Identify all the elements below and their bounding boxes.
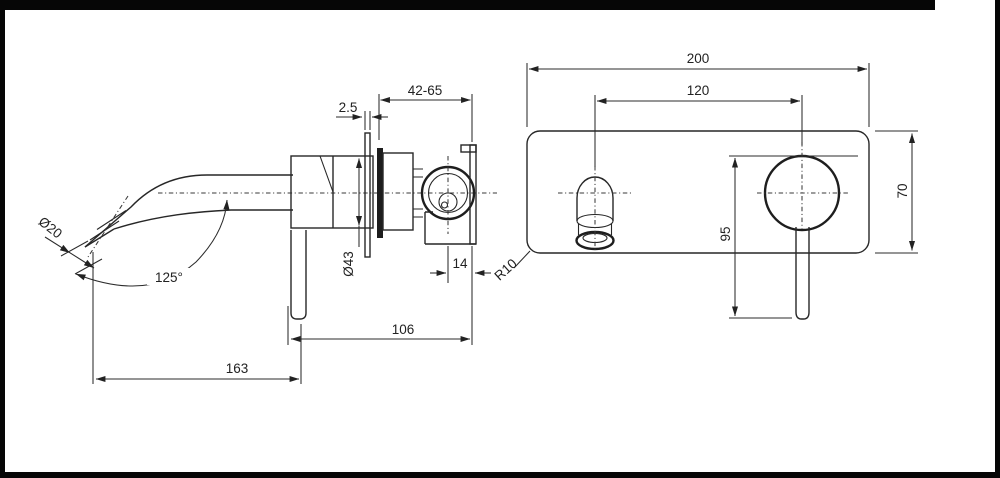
dim-label-200: 200 [687, 51, 710, 66]
dim-label-95: 95 [718, 226, 733, 241]
spout-outline [84, 174, 293, 248]
dim-body-diameter: Ø43 [341, 158, 363, 277]
dim-label-r10: R10 [491, 256, 519, 284]
dim-valve-offset: 14 [430, 246, 491, 283]
dim-handle-drop: 95 [718, 155, 858, 319]
valve-housing [424, 211, 476, 245]
dim-spout-diameter: Ø20 [36, 214, 103, 275]
dim-label-dia20: Ø20 [36, 214, 65, 242]
handle-front [757, 142, 848, 320]
dim-wall-depth: 42-65 [378, 83, 473, 142]
dim-corner-radius: R10 [491, 250, 531, 284]
side-elevation-view: 2.5 42-65 Ø43 Ø20 125° [36, 83, 497, 384]
dim-label-120: 120 [687, 83, 710, 98]
spout-outlet-front [558, 166, 632, 251]
dim-label-106: 106 [392, 322, 415, 337]
dim-label-dia43: Ø43 [341, 251, 356, 277]
dim-label-125deg: 125° [155, 270, 183, 285]
dim-plate-width: 200 [526, 51, 870, 127]
dim-label-163: 163 [226, 361, 249, 376]
dim-plate-height: 70 [875, 130, 918, 254]
backplate-front [526, 130, 870, 254]
dim-plate-thickness: 2.5 [336, 100, 388, 130]
wall-seal [377, 148, 383, 238]
dim-label-14: 14 [452, 256, 468, 271]
mount-bracket-tab [460, 144, 477, 153]
inwall-valve-body [382, 144, 477, 245]
dim-body-length: 106 [287, 246, 473, 345]
handle-lever-side [290, 230, 307, 320]
dim-label-42-65: 42-65 [408, 83, 443, 98]
dim-centres: 120 [594, 83, 803, 167]
backplate-edge [364, 132, 371, 258]
dim-label-70: 70 [895, 183, 910, 198]
front-elevation-view: 200 120 70 95 R10 [491, 51, 918, 320]
dim-spout-angle: 125° [75, 199, 230, 287]
dim-label-2-5: 2.5 [339, 100, 358, 115]
mixer-body [290, 155, 374, 229]
dim-spout-projection: 163 [92, 252, 302, 384]
handle-lever-front [795, 227, 810, 320]
